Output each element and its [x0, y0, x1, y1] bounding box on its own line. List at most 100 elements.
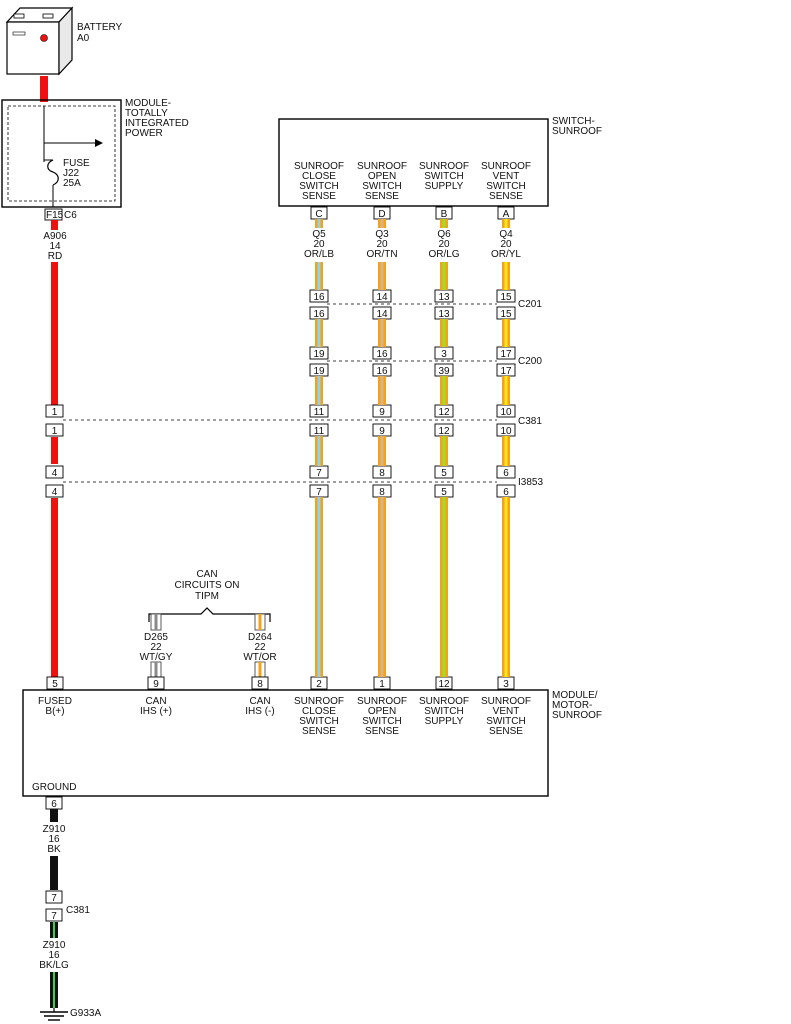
can-note-1: CAN [196, 569, 217, 580]
i3853-top-pin: 5 [441, 468, 447, 479]
wire-tracer-q4 [504, 262, 508, 290]
module-function-label: SWITCH [486, 716, 525, 727]
fuse-label-2: J22 [63, 168, 80, 179]
switch-wire-stripes [315, 219, 510, 677]
ground-connector-top-pin: 7 [51, 893, 57, 904]
can-wire-color: WT/GY [140, 652, 173, 663]
ground-connector-bottom-pin: 7 [51, 911, 57, 922]
wire-tracer-q5 [317, 436, 321, 466]
c381-top-pin: 11 [314, 407, 325, 418]
switch-circuit: SUNROOF VENT SWITCH SENSE A Q4 20 OR/YL … [481, 161, 531, 737]
switch-circuit: SUNROOF OPEN SWITCH SENSE D Q3 20 OR/TN … [357, 161, 407, 737]
module-function-label: SWITCH [424, 706, 463, 717]
tipm-label-1: MODULE- [125, 98, 171, 109]
power-wire-gauge: 14 [49, 241, 61, 252]
switch-pin: D [378, 209, 385, 220]
power-wire-color: RD [48, 251, 62, 262]
wire-tracer-q4 [504, 219, 508, 228]
can-wire-tracer-d264 [258, 614, 262, 630]
module-function-label: SUNROOF [419, 696, 469, 707]
switch-function-label: SWITCH [362, 181, 401, 192]
switch-label-1: SWITCH- [552, 116, 595, 127]
fuse-label-3: 25A [63, 178, 81, 189]
wire-tracer-q5 [317, 219, 321, 228]
c201-bottom-pin: 13 [438, 309, 450, 320]
module-label-3: SUNROOF [552, 710, 602, 721]
ground-name: G933A [70, 1008, 101, 1019]
ground-icon [40, 1008, 68, 1021]
tipm-bus-line [43, 106, 103, 162]
switch-label-2: SUNROOF [552, 126, 602, 137]
wire-tracer-q6 [442, 262, 446, 290]
wire-circuit: Q6 [437, 229, 451, 240]
switch-pin: C [315, 209, 322, 220]
c381-top-pin-power: 1 [52, 407, 58, 418]
can-bracket [148, 607, 271, 622]
wire-tracer-q3 [380, 219, 384, 228]
can-wire-module-pin: 8 [257, 679, 263, 690]
i3853-bottom-pin: 8 [379, 487, 385, 498]
c381-bottom-pin-power: 1 [52, 426, 58, 437]
ground-connector-top-pin-box [45, 890, 63, 904]
wire-tracer-q4 [504, 436, 508, 466]
can-wire-tracer-d264 [258, 662, 262, 677]
wire-tracer-q3 [380, 436, 384, 466]
i3853-bottom-pin: 6 [503, 487, 509, 498]
can-wire-module-label-1: CAN [249, 696, 270, 707]
can-wire-gauge: 22 [150, 642, 162, 653]
wire-tracer-q5 [317, 319, 321, 347]
can-wire-tracer-d265 [154, 614, 158, 630]
fuse-icon [47, 159, 59, 186]
tipm-connector: C6 [64, 210, 77, 221]
wire-color: OR/YL [491, 249, 521, 260]
can-wire-module-pin-box [147, 676, 165, 690]
module-pin: 3 [503, 679, 509, 690]
c381-label: C381 [518, 416, 542, 427]
wire-color: OR/LB [304, 249, 334, 260]
module-function-label: OPEN [368, 706, 396, 717]
module-label-2: MOTOR- [552, 700, 592, 711]
can-note-3: TIPM [195, 591, 219, 602]
ground-wire-1-color: BK [47, 844, 61, 855]
module-function-label: SWITCH [362, 716, 401, 727]
i3853-top-pin: 6 [503, 468, 509, 479]
module-ground-label: GROUND [32, 782, 76, 793]
module-function-label: CLOSE [302, 706, 336, 717]
can-wire-module-pin: 9 [153, 679, 159, 690]
c200-bottom-pin: 39 [438, 366, 450, 377]
c201-label: C201 [518, 299, 542, 310]
c200-label: C200 [518, 356, 542, 367]
c381-top-pin: 9 [379, 407, 385, 418]
wire-tracer-q3 [380, 262, 384, 290]
module-pin: 12 [438, 679, 450, 690]
c201-bottom-pin: 14 [376, 309, 388, 320]
wire-tracer-q5 [317, 262, 321, 290]
i3853-bottom-pin: 7 [316, 487, 322, 498]
power-wire-module-pin-box [46, 676, 64, 690]
switch-function-label: SWITCH [299, 181, 338, 192]
wire-circuit: Q3 [375, 229, 389, 240]
ground-wire-1-upper [50, 809, 58, 822]
switch-outline [278, 118, 549, 207]
wire-gauge: 20 [313, 239, 325, 250]
ground-wire-2-lower [50, 972, 58, 1008]
module-pin: 2 [316, 679, 322, 690]
module-function-label: SUNROOF [481, 696, 531, 707]
ground-wire-1-gauge: 16 [48, 834, 60, 845]
c381-top-pin-box-power [45, 404, 64, 418]
wire-tracer-q5 [317, 376, 321, 405]
switch-circuit: SUNROOF CLOSE SWITCH SENSE C Q5 20 OR/LB… [294, 161, 344, 737]
wire-tracer-q6 [442, 497, 446, 677]
module-ground-pin: 6 [51, 799, 57, 810]
module-function-label: SUNROOF [294, 696, 344, 707]
switch-function-label: SWITCH [486, 181, 525, 192]
module-function-label: SUPPLY [425, 716, 464, 727]
power-wire-module-label-2: B(+) [45, 706, 64, 717]
ground-wire-1-circuit: Z910 [43, 824, 66, 835]
c201-top-pin: 15 [500, 292, 512, 303]
tipm-inner-outline [7, 105, 116, 202]
i3853-bottom-pin-power: 4 [52, 487, 58, 498]
c200-top-pin: 19 [313, 349, 325, 360]
module-function-label: SENSE [489, 726, 523, 737]
c381-bottom-pin: 12 [438, 426, 450, 437]
